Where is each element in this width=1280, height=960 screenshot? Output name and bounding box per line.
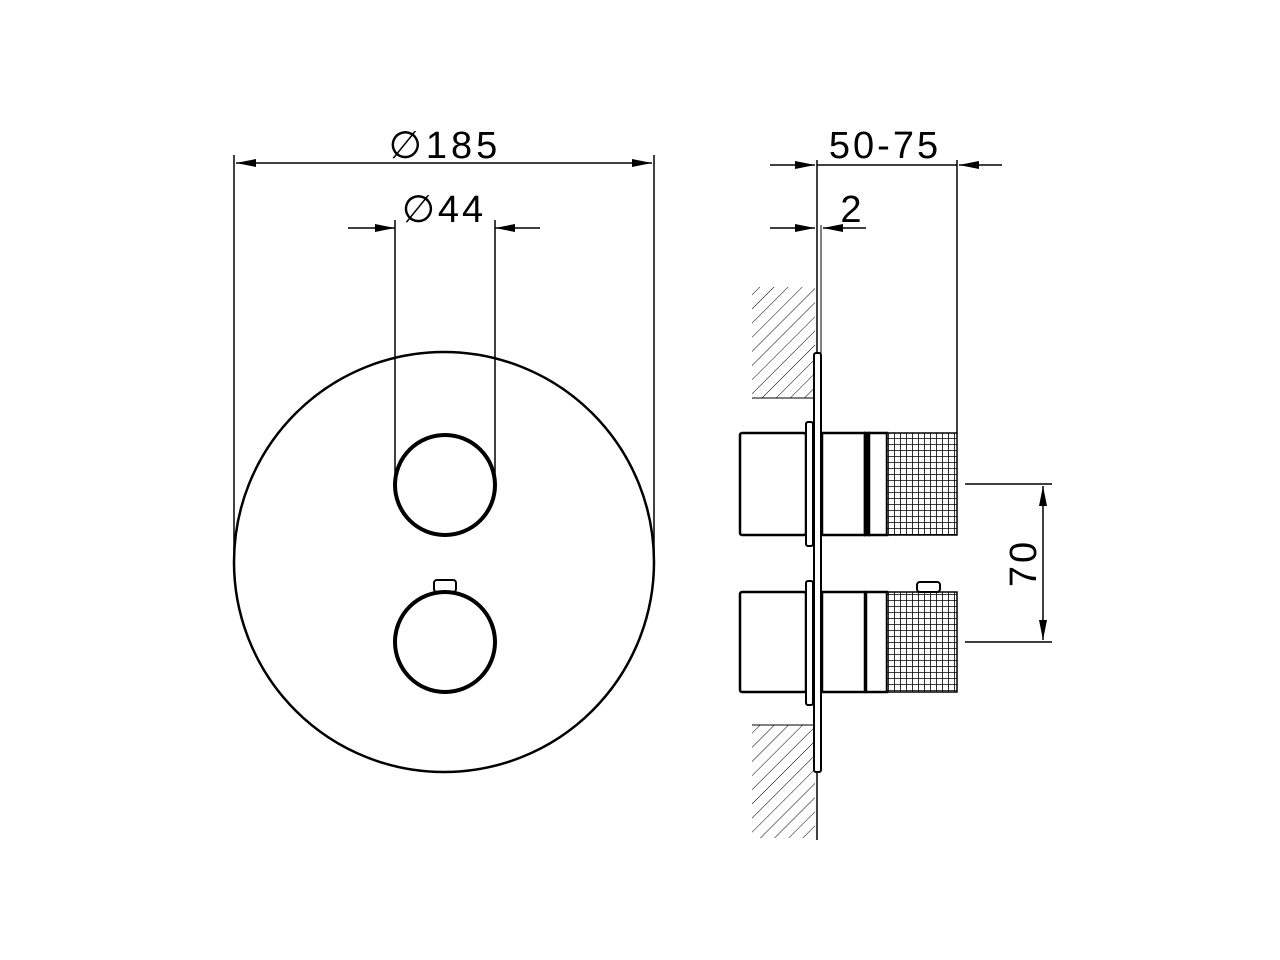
knurled-handle — [886, 432, 958, 536]
cover-plate-side — [813, 352, 822, 773]
upper-knob — [393, 433, 497, 537]
wall-hatch-lower — [752, 725, 815, 838]
lower-knob — [393, 590, 497, 694]
indicator-tab — [916, 581, 941, 593]
cover-plate — [232, 350, 656, 774]
plate-thickness-label: 2 — [840, 189, 861, 231]
upper-valve — [738, 421, 958, 547]
front-view — [232, 155, 656, 774]
side-view — [738, 160, 1052, 840]
wall-hatch-upper — [752, 287, 815, 398]
outer-diameter-label: ∅185 — [389, 125, 502, 167]
knurled-handle — [886, 591, 958, 693]
knob-diameter-label: ∅44 — [402, 189, 486, 231]
knob-spacing-label: 70 — [1003, 539, 1045, 587]
lower-valve — [738, 580, 958, 706]
depth-label: 50-75 — [829, 125, 941, 167]
